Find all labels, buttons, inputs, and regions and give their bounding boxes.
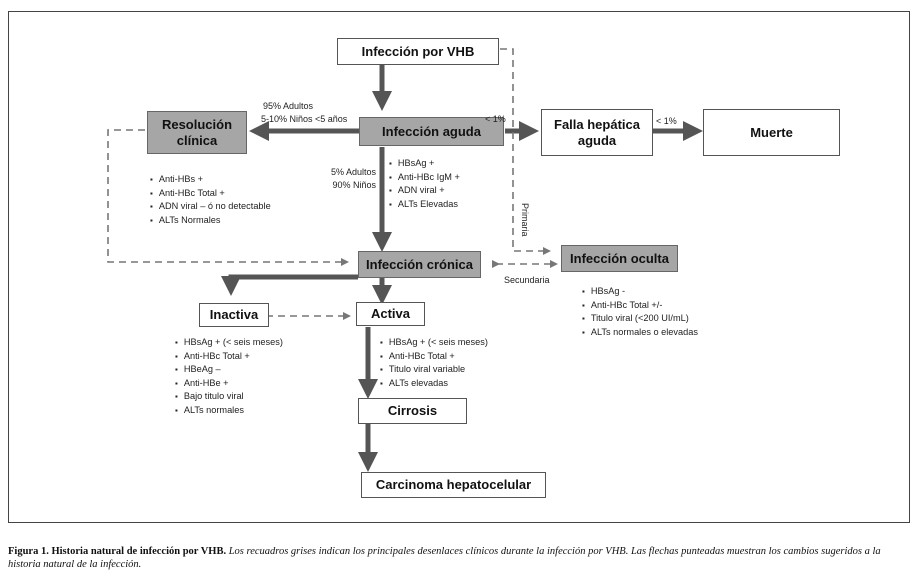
list-aguda-markers: HBsAg + Anti-HBc IgM + ADN viral + ALTs …: [389, 157, 460, 211]
box-falla-hepatica: Falla hepática aguda: [541, 109, 653, 156]
list-item: ADN viral – ó no detectable: [150, 200, 271, 214]
list-item: ALTs elevadas: [380, 377, 488, 391]
list-item: HBsAg +: [389, 157, 460, 171]
box-infeccion-vhb: Infección por VHB: [337, 38, 499, 65]
box-infeccion-oculta: Infección oculta: [561, 245, 678, 272]
box-carcinoma: Carcinoma hepatocelular: [361, 472, 546, 498]
list-item: Anti-HBc Total +/-: [582, 299, 698, 313]
flow-arrows: [107, 48, 703, 472]
list-item: ALTs Elevadas: [389, 198, 460, 212]
figure-caption: Figura 1. Historia natural de infección …: [8, 545, 910, 571]
list-item: Anti-HBc Total +: [150, 187, 271, 201]
list-item: Anti-HBc IgM +: [389, 171, 460, 185]
dashed-resolucion-to-cronica: [107, 129, 349, 266]
arrow-cronica-to-inactiva: [221, 274, 358, 296]
list-inactiva-markers: HBsAg + (< seis meses) Anti-HBc Total + …: [175, 336, 283, 418]
caption-text: Los recuadros grises indican los princip…: [8, 546, 881, 570]
list-item: ADN viral +: [389, 184, 460, 198]
label-adultos-5: 5% Adultos: [330, 167, 376, 177]
label-lt1-falla-muerte: < 1%: [656, 116, 677, 126]
box-muerte: Muerte: [703, 109, 840, 156]
dashed-vhb-to-oculta: [500, 48, 551, 255]
list-item: ALTs normales: [175, 404, 283, 418]
list-item: Anti-HBs +: [150, 173, 271, 187]
label-adultos-95: 95% Adultos: [263, 101, 314, 111]
list-item: HBsAg -: [582, 285, 698, 299]
list-item: ALTs Normales: [150, 214, 271, 228]
box-inactiva: Inactiva: [199, 303, 269, 327]
list-item: Titulo viral variable: [380, 363, 488, 377]
label-primaria: Primaria: [520, 203, 530, 237]
list-item: Titulo viral (<200 UI/mL): [582, 312, 698, 326]
box-activa: Activa: [356, 302, 425, 326]
box-resolucion-clinica: Resolución clínica: [147, 111, 247, 154]
figure-frame: [8, 11, 910, 523]
label-ninos-5-10: 5-10% Niños <5 años: [261, 114, 348, 124]
box-cirrosis: Cirrosis: [358, 398, 467, 424]
label-lt1-aguda-falla: < 1%: [485, 114, 506, 124]
list-item: HBeAg –: [175, 363, 283, 377]
label-ninos-90: 90% Niños: [332, 180, 376, 190]
list-resolucion-markers: Anti-HBs + Anti-HBc Total + ADN viral – …: [150, 173, 271, 227]
caption-title: Figura 1. Historia natural de infección …: [8, 546, 227, 557]
list-item: Anti-HBc Total +: [175, 350, 283, 364]
list-oculta-markers: HBsAg - Anti-HBc Total +/- Titulo viral …: [582, 285, 698, 339]
list-item: HBsAg + (< seis meses): [380, 336, 488, 350]
list-item: ALTs normales o elevadas: [582, 326, 698, 340]
box-infeccion-cronica: Infección crónica: [358, 251, 481, 278]
list-item: Anti-HBc Total +: [380, 350, 488, 364]
list-activa-markers: HBsAg + (< seis meses) Anti-HBc Total + …: [380, 336, 488, 390]
box-infeccion-aguda: Infección aguda: [359, 117, 504, 146]
label-secundaria: Secundaria: [504, 275, 550, 285]
list-item: HBsAg + (< seis meses): [175, 336, 283, 350]
list-item: Bajo titulo viral: [175, 390, 283, 404]
list-item: Anti-HBe +: [175, 377, 283, 391]
